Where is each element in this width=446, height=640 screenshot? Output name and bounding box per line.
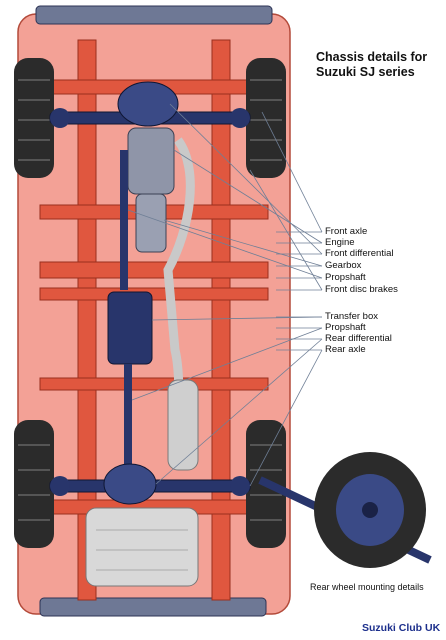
label-rear-differential: Rear differential [325, 333, 392, 344]
cross-member-4 [39, 287, 269, 301]
front-right-tyre [246, 58, 286, 178]
label-propshaft-front: Propshaft [325, 272, 366, 283]
label-gearbox: Gearbox [325, 260, 362, 271]
cross-member-3 [39, 261, 269, 279]
rear-right-hub [230, 476, 250, 496]
label-propshaft-rear: Propshaft [325, 322, 366, 333]
title-line-1: Chassis details for [316, 50, 428, 64]
rear-left-hub [50, 476, 70, 496]
diagram-title: Chassis details for Suzuki SJ series [316, 50, 444, 80]
rear-differential [103, 463, 157, 505]
front-differential [117, 81, 179, 127]
transfer-box [107, 291, 153, 365]
front-bumper [35, 5, 273, 25]
label-rear-axle: Rear axle [325, 344, 366, 355]
label-front-differential: Front differential [325, 248, 394, 259]
rear-left-tyre [14, 420, 54, 548]
engine [127, 127, 175, 195]
front-right-hub [230, 108, 250, 128]
gearbox [135, 193, 167, 253]
front-left-hub [50, 108, 70, 128]
label-front-disc-brakes: Front disc brakes [325, 284, 398, 295]
label-transfer-box: Transfer box [325, 311, 378, 322]
fuel-tank [85, 507, 199, 587]
rear-bumper [39, 597, 267, 617]
spare-wheel-detail [258, 452, 432, 568]
credit-text: Suzuki Club UK [362, 622, 441, 634]
right-chassis-rail [211, 39, 231, 601]
title-line-2: Suzuki SJ series [316, 65, 415, 79]
label-front-axle: Front axle [325, 226, 368, 237]
exhaust-silencer [167, 379, 199, 471]
label-engine: Engine [325, 237, 355, 248]
left-chassis-rail [77, 39, 97, 601]
front-propshaft [120, 150, 128, 290]
front-left-tyre [14, 58, 54, 178]
spare-wheel-caption: Rear wheel mounting details [310, 582, 424, 592]
cross-member-5 [39, 377, 269, 391]
rear-propshaft [124, 364, 132, 474]
